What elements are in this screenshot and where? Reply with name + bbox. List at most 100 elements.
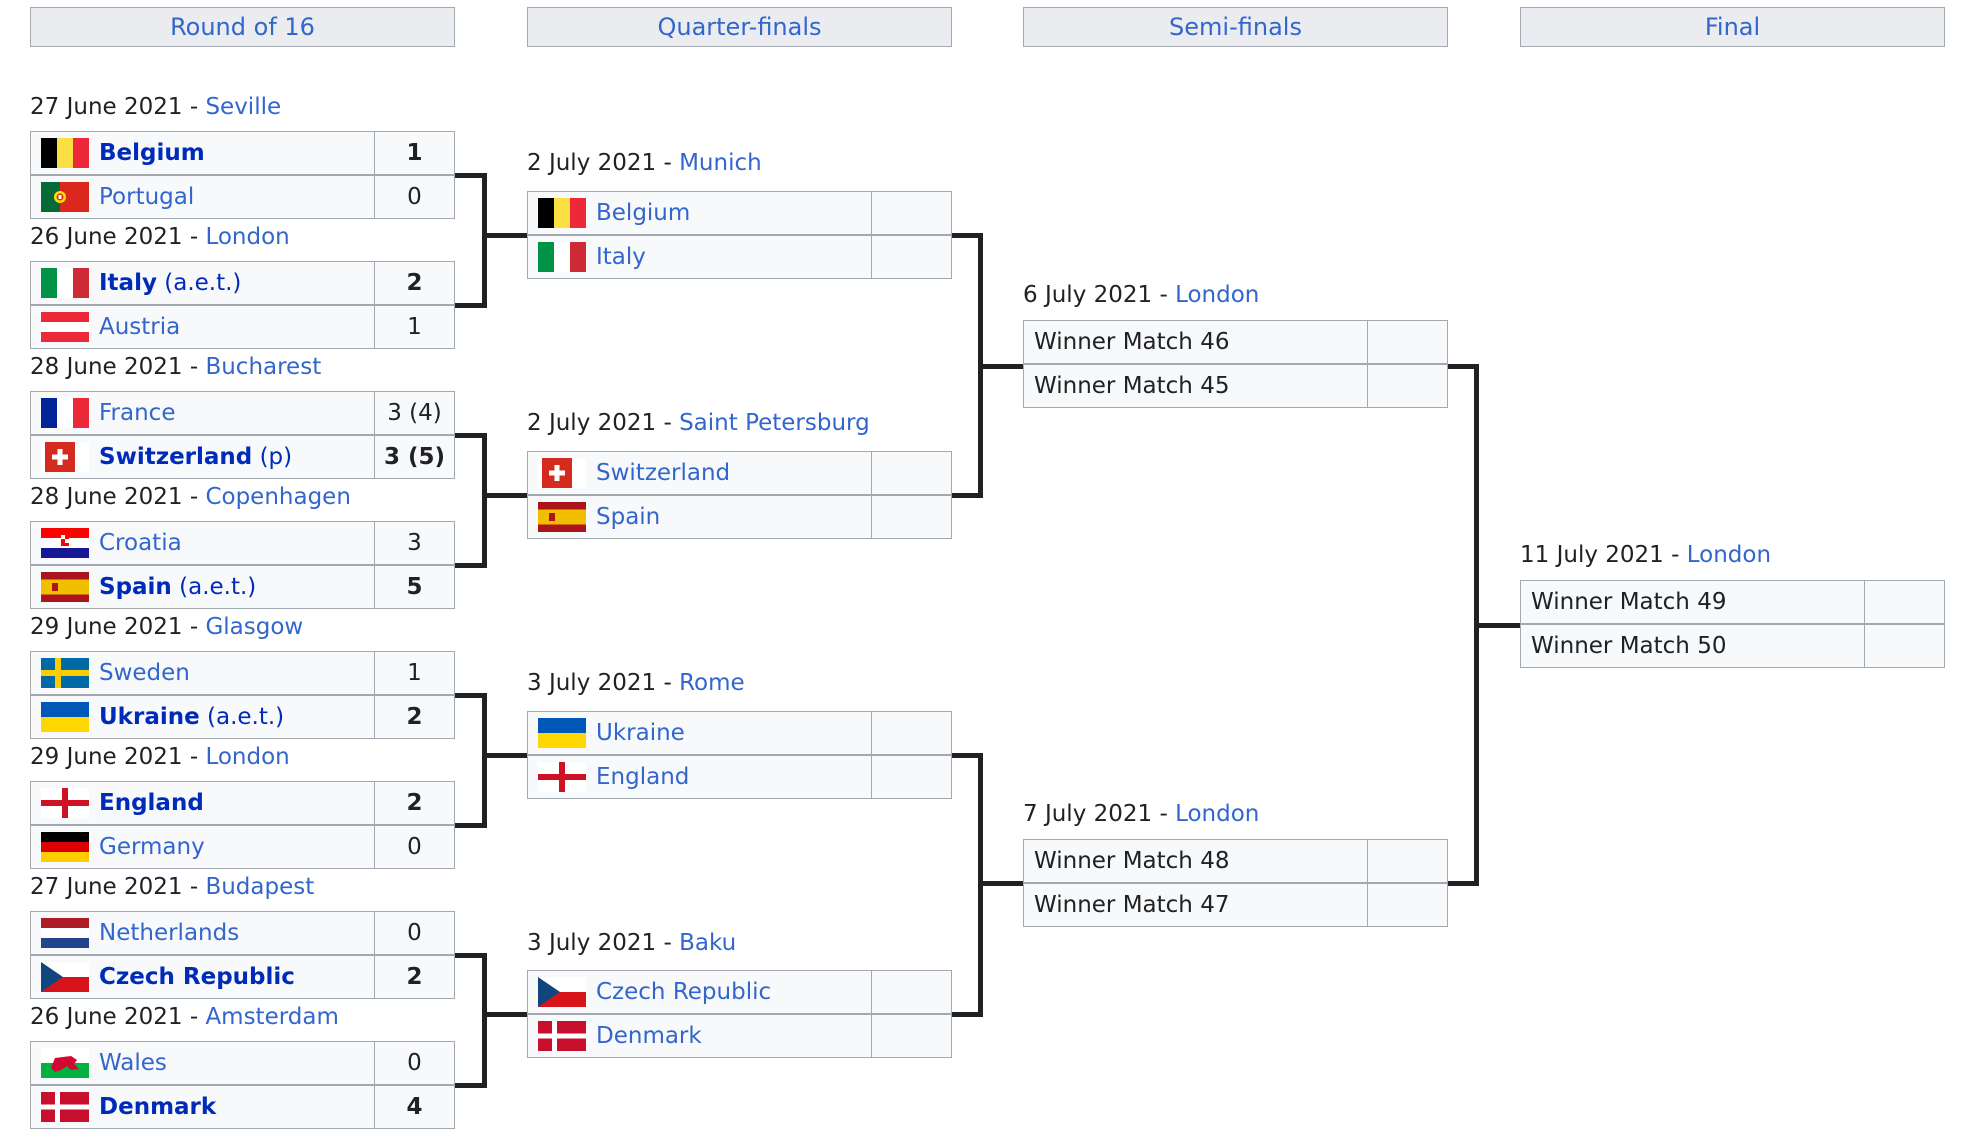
team-link[interactable]: Wales xyxy=(99,1050,167,1076)
score-cell: 3 xyxy=(374,521,455,565)
date-separator: - xyxy=(656,410,680,436)
spain-flag-icon xyxy=(41,572,89,602)
team-link[interactable]: Austria xyxy=(99,314,181,340)
team-link[interactable]: France xyxy=(99,400,176,426)
team-link[interactable]: England xyxy=(596,764,690,790)
team-link[interactable]: Germany xyxy=(99,834,205,860)
sweden-flag-icon xyxy=(41,658,89,688)
round-header-final[interactable]: Final xyxy=(1520,7,1945,47)
bracket-line xyxy=(1448,364,1479,369)
venue-link[interactable]: Amsterdam xyxy=(205,1004,339,1030)
team-placeholder: Winner Match 49 xyxy=(1531,589,1727,615)
team-link[interactable]: Spain xyxy=(596,504,661,530)
date-text: 11 July 2021 xyxy=(1520,542,1664,568)
team-link[interactable]: Ukraine xyxy=(99,704,200,730)
venue-link[interactable]: Rome xyxy=(679,670,745,696)
date-separator: - xyxy=(182,94,206,120)
team-link[interactable]: Denmark xyxy=(99,1094,217,1120)
score-cell xyxy=(1367,320,1448,364)
team-link[interactable]: Belgium xyxy=(596,200,691,226)
date-separator: - xyxy=(182,614,206,640)
result-note[interactable]: (p) xyxy=(259,444,293,470)
match-date: 28 June 2021 - Bucharest xyxy=(30,354,321,380)
bracket-line xyxy=(455,1083,487,1088)
result-note[interactable]: (a.e.t.) xyxy=(179,574,257,600)
team-cell: England xyxy=(30,781,375,825)
team-cell: France xyxy=(30,391,375,435)
score-cell xyxy=(871,1014,952,1058)
bracket-line xyxy=(455,303,487,308)
team-cell: Winner Match 50 xyxy=(1520,624,1865,668)
venue-link[interactable]: Glasgow xyxy=(205,614,304,640)
team-link[interactable]: Czech Republic xyxy=(99,964,295,990)
bracket-line xyxy=(978,364,1023,369)
bracket-line xyxy=(952,1012,983,1017)
team-link[interactable]: Italy xyxy=(99,270,157,296)
team-link[interactable]: Belgium xyxy=(99,140,205,166)
portugal-flag-icon xyxy=(41,182,89,212)
round-header-quarter-finals[interactable]: Quarter-finals xyxy=(527,7,952,47)
date-text: 26 June 2021 xyxy=(30,224,183,250)
team-link[interactable]: Netherlands xyxy=(99,920,240,946)
team-placeholder: Winner Match 50 xyxy=(1531,633,1727,659)
date-text: 28 June 2021 xyxy=(30,484,183,510)
croatia-flag-icon xyxy=(41,528,89,558)
team-link[interactable]: Switzerland xyxy=(99,444,253,470)
round-header-semi-finals[interactable]: Semi-finals xyxy=(1023,7,1448,47)
team-link[interactable]: England xyxy=(99,790,204,816)
austria-flag-icon xyxy=(41,312,89,342)
round-header-round-of-16[interactable]: Round of 16 xyxy=(30,7,455,47)
date-text: 3 July 2021 xyxy=(527,930,657,956)
team-cell: Sweden xyxy=(30,651,375,695)
team-link[interactable]: Portugal xyxy=(99,184,195,210)
venue-link[interactable]: London xyxy=(205,744,290,770)
venue-link[interactable]: London xyxy=(1686,542,1772,568)
team-link[interactable]: Italy xyxy=(596,244,646,270)
team-placeholder: Winner Match 47 xyxy=(1034,892,1230,918)
bracket-line xyxy=(482,953,487,1088)
team-cell: Winner Match 45 xyxy=(1023,364,1368,408)
venue-link[interactable]: Baku xyxy=(679,930,737,956)
score-cell xyxy=(1864,624,1945,668)
team-link[interactable]: Croatia xyxy=(99,530,182,556)
bracket-line xyxy=(952,753,983,758)
score-cell: 2 xyxy=(374,261,455,305)
team-link[interactable]: Switzerland xyxy=(596,460,731,486)
czech-republic-flag-icon xyxy=(41,962,89,992)
team-cell: Germany xyxy=(30,825,375,869)
team-link[interactable]: Czech Republic xyxy=(596,979,772,1005)
team-link[interactable]: Denmark xyxy=(596,1023,702,1049)
venue-link[interactable]: Bucharest xyxy=(205,354,322,380)
team-cell: Belgium xyxy=(527,191,872,235)
team-cell: Austria xyxy=(30,305,375,349)
date-text: 6 July 2021 xyxy=(1023,282,1153,308)
date-separator: - xyxy=(182,224,206,250)
match-date: 6 July 2021 - London xyxy=(1023,282,1259,308)
match-date: 2 July 2021 - Saint Petersburg xyxy=(527,410,870,436)
team-link[interactable]: Sweden xyxy=(99,660,190,686)
team-cell: Spain xyxy=(527,495,872,539)
venue-link[interactable]: Copenhagen xyxy=(205,484,351,510)
venue-link[interactable]: London xyxy=(1175,282,1260,308)
date-separator: - xyxy=(182,354,206,380)
venue-link[interactable]: London xyxy=(205,224,290,250)
venue-link[interactable]: Budapest xyxy=(205,874,315,900)
score-cell: 1 xyxy=(374,305,455,349)
venue-link[interactable]: Saint Petersburg xyxy=(679,410,870,436)
result-note[interactable]: (a.e.t.) xyxy=(207,704,285,730)
bracket-line xyxy=(482,433,487,568)
team-link[interactable]: Ukraine xyxy=(596,720,685,746)
bracket-line xyxy=(455,823,487,828)
venue-link[interactable]: London xyxy=(1175,801,1260,827)
result-note[interactable]: (a.e.t.) xyxy=(164,270,242,296)
bracket-line xyxy=(455,953,487,958)
venue-link[interactable]: Munich xyxy=(679,150,762,176)
date-text: 28 June 2021 xyxy=(30,354,183,380)
score-cell xyxy=(1367,364,1448,408)
germany-flag-icon xyxy=(41,832,89,862)
czech-republic-flag-icon xyxy=(538,977,586,1007)
venue-link[interactable]: Seville xyxy=(205,94,282,120)
team-link[interactable]: Spain xyxy=(99,574,172,600)
score-cell xyxy=(1367,839,1448,883)
